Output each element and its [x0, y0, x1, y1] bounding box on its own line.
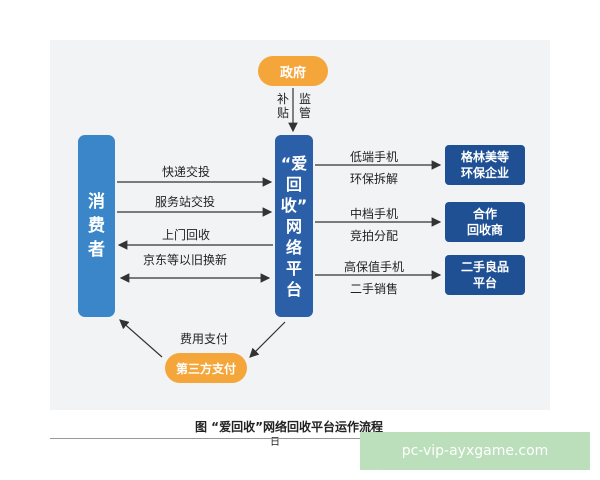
- mid-phone-label: 中档手机: [350, 207, 399, 221]
- trade-in-label: 京东等以旧换新: [143, 253, 228, 267]
- platform-char-2: 回: [285, 174, 302, 194]
- watermark: pc-vip-ayxgame.com: [360, 432, 590, 470]
- consumer-char-2: 费: [88, 216, 105, 236]
- subsidy-char-2: 贴: [276, 106, 289, 120]
- subsidy-char-1: 补: [276, 92, 289, 106]
- platform-char-6: 平: [285, 258, 302, 278]
- platform-char-4: 网: [285, 216, 302, 236]
- fee-payment-label: 费用支付: [180, 332, 229, 346]
- express-delivery-label: 快递交投: [162, 165, 211, 179]
- low-end-phone-label: 低端手机: [350, 150, 399, 164]
- auction-label: 竞拍分配: [350, 229, 399, 243]
- platform-node: “爱 回 收” 网 络 平 台: [275, 135, 313, 317]
- platform-char-5: 络: [285, 237, 302, 257]
- eco-dismantle-label: 环保拆解: [350, 172, 399, 186]
- platform-char-3: 收”: [280, 195, 308, 215]
- platform-to-payment-arrow: [249, 321, 286, 358]
- figure-caption-sub: 日: [270, 437, 280, 448]
- second-hand-sale-label: 二手销售: [350, 282, 399, 296]
- supervision-char-2: 管: [298, 106, 311, 120]
- consumer-char-3: 者: [88, 240, 105, 260]
- partner-recycler-line1: 合作: [472, 207, 497, 221]
- payment-to-consumer-arrow: [119, 319, 163, 358]
- caption-divider: [50, 438, 360, 439]
- secondhand-platform-line1: 二手良品: [460, 260, 509, 274]
- consumer-node: 消 费 者: [78, 135, 115, 317]
- supervision-label: 监 管: [298, 92, 312, 120]
- partner-recycler-node: 合作 回收商: [445, 202, 525, 242]
- platform-char-1: “爱: [280, 153, 308, 173]
- eco-enterprise-node: 格林美等 环保企业: [445, 145, 525, 185]
- eco-enterprise-line1: 格林美等: [460, 150, 509, 164]
- third-party-payment-node: 第三方支付: [165, 353, 247, 383]
- service-station-label: 服务站交投: [155, 195, 216, 209]
- government-node: 政府: [258, 56, 328, 86]
- platform-char-7: 台: [285, 279, 302, 299]
- supervision-char-1: 监: [298, 92, 311, 106]
- eco-enterprise-line2: 环保企业: [460, 166, 509, 180]
- secondhand-platform-line2: 平台: [472, 276, 497, 290]
- door-collection-label: 上门回收: [162, 228, 211, 242]
- secondhand-platform-node: 二手良品 平台: [445, 255, 525, 295]
- consumer-char-1: 消: [88, 192, 105, 212]
- partner-recycler-line2: 回收商: [466, 223, 503, 237]
- high-value-phone-label: 高保值手机: [344, 260, 405, 274]
- subsidy-label: 补 贴: [276, 92, 290, 120]
- figure-caption: 图 “爱回收”网络回收平台运作流程: [195, 420, 383, 434]
